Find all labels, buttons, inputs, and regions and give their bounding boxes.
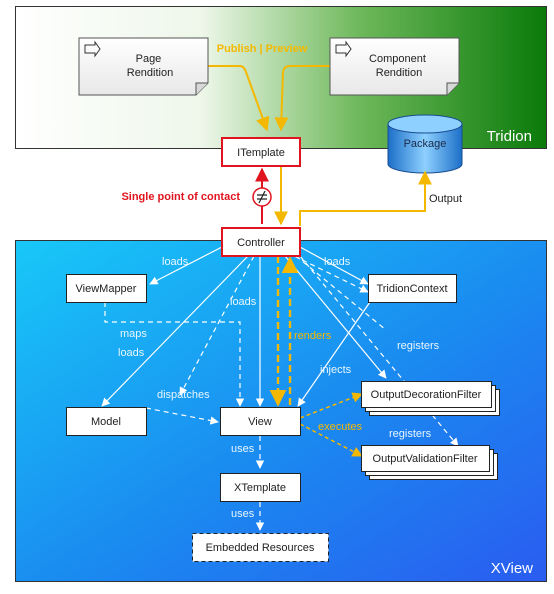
single-point-label: Single point of contact: [121, 191, 240, 203]
renders-label: renders: [294, 330, 332, 342]
uses-xtemplate-label: uses: [231, 443, 255, 455]
itemplate-node[interactable]: ITemplate: [221, 137, 301, 167]
package-node[interactable]: Package: [387, 114, 463, 174]
component-rendition-line-2: Rendition: [376, 67, 422, 79]
uses-embedded-label: uses: [231, 508, 255, 520]
xview-dashed-connectors: [104, 255, 459, 531]
svg-text:Component Rendition: Component Rendition: [369, 53, 429, 79]
maps-label: maps: [120, 328, 147, 340]
registers-label-2: registers: [389, 428, 432, 440]
component-icon: [335, 40, 352, 58]
injects-label: injects: [320, 364, 352, 376]
controller-node[interactable]: Controller: [221, 227, 301, 257]
output-validation-filter-label: OutputValidationFilter: [373, 453, 478, 465]
xtemplate-node[interactable]: XTemplate: [220, 473, 301, 502]
page-rendition-line-1: Page: [136, 53, 162, 65]
not-equal-icon: [252, 187, 272, 207]
controller-label: Controller: [237, 237, 285, 249]
tridioncontext-label: TridionContext: [376, 283, 447, 295]
dispatches-label: dispatches: [157, 389, 210, 401]
publish-flows: [208, 65, 330, 132]
executes-label: executes: [318, 421, 363, 433]
output-decoration-filter-node[interactable]: OutputDecorationFilter: [361, 381, 500, 416]
model-label: Model: [91, 416, 121, 428]
component-rendition-node[interactable]: Component Rendition: [329, 37, 460, 96]
renders-flow: [269, 256, 299, 407]
output-validation-filter-node[interactable]: OutputValidationFilter: [361, 445, 498, 480]
component-icon: [84, 40, 101, 58]
registers-label-1: registers: [397, 340, 440, 352]
svg-text:Page Rendition: Page Rendition: [127, 53, 173, 79]
page-rendition-node[interactable]: Page Rendition: [78, 37, 209, 96]
page-rendition-line-2: Rendition: [127, 67, 173, 79]
embedded-resources-node[interactable]: Embedded Resources: [192, 533, 329, 562]
output-label: Output: [429, 193, 462, 205]
loads-view-label: loads: [230, 296, 257, 308]
embedded-resources-label: Embedded Resources: [206, 542, 315, 554]
viewmapper-label: ViewMapper: [76, 283, 137, 295]
controller-flows: [274, 166, 432, 226]
executes-flow: [299, 392, 363, 457]
publish-preview-label: Publish | Preview: [217, 43, 308, 55]
xview-connectors: [101, 246, 387, 407]
loads-model-label: loads: [118, 347, 145, 359]
xtemplate-label: XTemplate: [234, 482, 286, 494]
itemplate-label: ITemplate: [237, 147, 285, 159]
tridioncontext-node[interactable]: TridionContext: [368, 274, 457, 303]
component-rendition-line-1: Component: [369, 53, 426, 65]
loads-viewmapper-label: loads: [162, 256, 189, 268]
output-decoration-filter-label: OutputDecorationFilter: [371, 389, 482, 401]
xview-region-label: XView: [491, 560, 533, 577]
model-node[interactable]: Model: [66, 407, 147, 436]
view-label: View: [248, 416, 272, 428]
view-node[interactable]: View: [220, 407, 301, 436]
viewmapper-node[interactable]: ViewMapper: [66, 274, 147, 303]
loads-tridioncontext-label: loads: [324, 256, 351, 268]
package-label: Package: [404, 138, 447, 150]
tridion-region-label: Tridion: [487, 128, 532, 145]
